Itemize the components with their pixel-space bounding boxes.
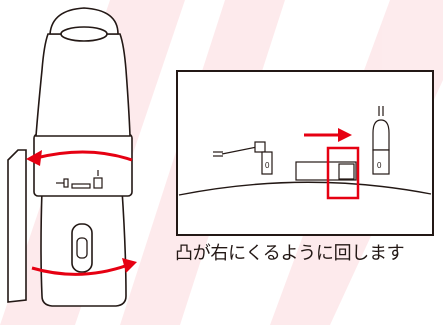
right-arrow-icon xyxy=(304,128,352,142)
highlight-box xyxy=(326,146,360,200)
rotate-right-arrow-icon xyxy=(31,263,129,276)
device-window-inner xyxy=(76,237,88,259)
inset-symbols: 0 0 xyxy=(213,106,390,181)
rotate-left-arrow-icon xyxy=(35,150,133,162)
device-top-opening xyxy=(60,26,108,42)
device-middle-band xyxy=(33,133,133,197)
band-symbols xyxy=(56,170,103,189)
svg-text:0: 0 xyxy=(265,161,270,170)
svg-text:0: 0 xyxy=(377,161,382,170)
inset-panel xyxy=(176,70,434,236)
device-top-cap xyxy=(49,7,119,35)
device xyxy=(7,7,133,307)
instruction-caption: 凸が右にくるように回します xyxy=(175,243,405,264)
device-upper-body xyxy=(35,33,131,137)
rotation-arrows xyxy=(26,150,137,276)
device-side-strap xyxy=(7,149,27,303)
